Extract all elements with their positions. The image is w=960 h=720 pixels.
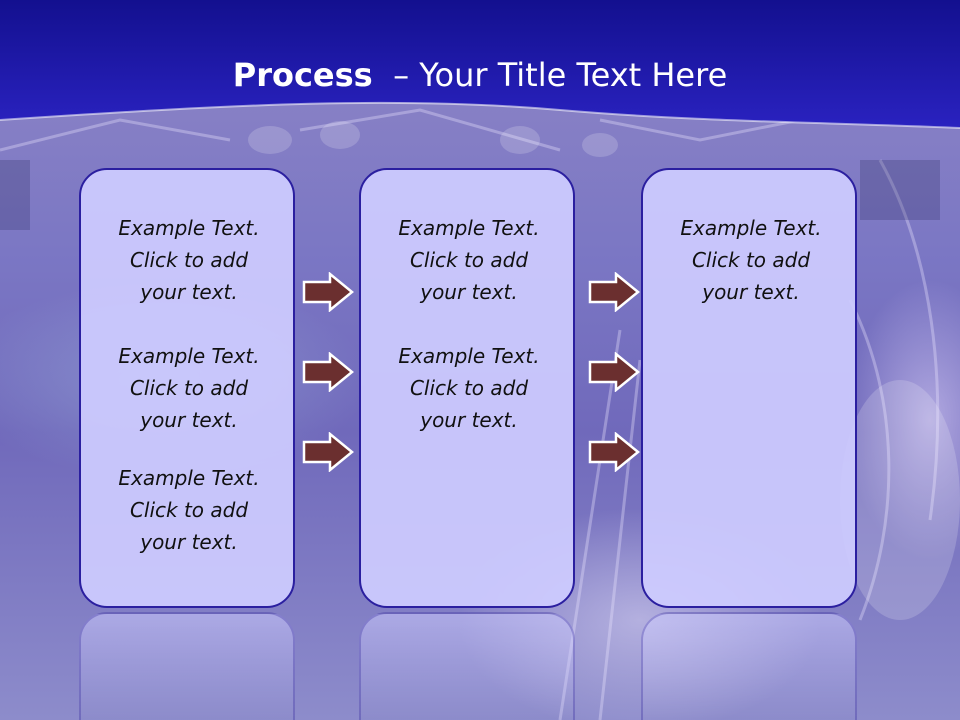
text-line: Click to add <box>691 248 811 272</box>
text-line: your text. <box>702 280 800 304</box>
arrow-right-icon[interactable] <box>302 352 354 392</box>
text-line: Click to add <box>409 248 529 272</box>
text-placeholder[interactable]: Example Text. Click to add your text. <box>81 340 297 436</box>
text-line: Example Text. <box>118 466 260 490</box>
box-reflection <box>641 612 857 720</box>
text-line: your text. <box>140 408 238 432</box>
title-bold-text: Process <box>232 56 373 94</box>
arrow-right-icon[interactable] <box>588 272 640 312</box>
text-line: Click to add <box>129 498 249 522</box>
text-line: Example Text. <box>118 216 260 240</box>
process-step-box-1[interactable]: Example Text. Click to add your text. Ex… <box>79 168 295 608</box>
arrow-right-icon[interactable] <box>302 432 354 472</box>
process-step-box-3[interactable]: Example Text. Click to add your text. <box>641 168 857 608</box>
text-line: Example Text. <box>118 344 260 368</box>
text-line: your text. <box>420 280 518 304</box>
box-reflection <box>359 612 575 720</box>
text-line: your text. <box>140 530 238 554</box>
text-line: Click to add <box>409 376 529 400</box>
text-placeholder[interactable]: Example Text. Click to add your text. <box>81 462 297 558</box>
title-rest-text: – Your Title Text Here <box>393 56 728 94</box>
text-placeholder[interactable]: Example Text. Click to add your text. <box>361 340 577 436</box>
arrow-right-icon[interactable] <box>302 272 354 312</box>
arrow-right-icon[interactable] <box>588 432 640 472</box>
text-line: your text. <box>140 280 238 304</box>
slide-title[interactable]: Process – Your Title Text Here <box>0 52 960 98</box>
text-placeholder[interactable]: Example Text. Click to add your text. <box>643 212 859 308</box>
process-step-box-2[interactable]: Example Text. Click to add your text. Ex… <box>359 168 575 608</box>
box-reflection <box>79 612 295 720</box>
text-line: Example Text. <box>680 216 822 240</box>
arrow-right-icon[interactable] <box>588 352 640 392</box>
text-line: Click to add <box>129 376 249 400</box>
text-placeholder[interactable]: Example Text. Click to add your text. <box>81 212 297 308</box>
text-line: Example Text. <box>398 344 540 368</box>
text-line: your text. <box>420 408 518 432</box>
header-banner <box>0 0 960 129</box>
text-line: Example Text. <box>398 216 540 240</box>
text-placeholder[interactable]: Example Text. Click to add your text. <box>361 212 577 308</box>
text-line: Click to add <box>129 248 249 272</box>
